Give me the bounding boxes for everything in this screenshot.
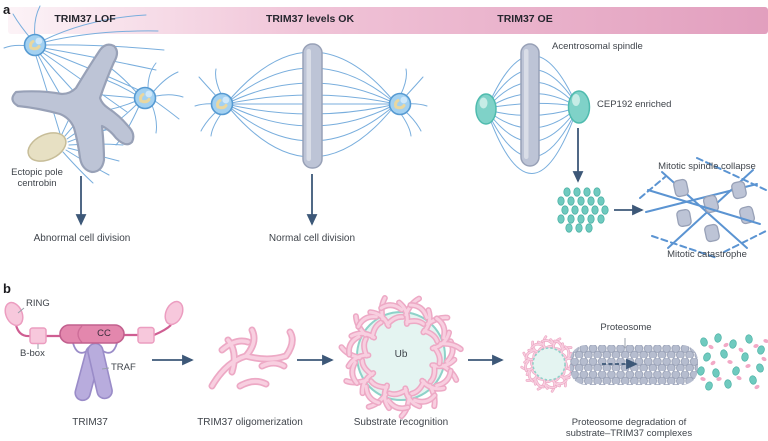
ring-domain-label: RING: [26, 298, 50, 309]
panel-b-label: b: [3, 281, 11, 296]
cc-domain-label: CC: [97, 328, 111, 339]
acentrosomal-spindle-graphic: [475, 43, 591, 174]
ring-domain-icon: [164, 300, 184, 326]
panel-a-header-bar: [8, 7, 768, 34]
mitotic-catastrophe-label: Mitotic catastrophe: [667, 249, 747, 260]
acentrosomal-spindle-label: Acentrosomal spindle: [552, 41, 643, 52]
bbox-domain-label: B-box: [20, 348, 45, 359]
ectopic-pole-icon: [27, 132, 67, 162]
bbox-domain-icon: [137, 326, 155, 344]
collapsed-spindle-graphic: [639, 157, 768, 259]
bbox-domain-icon: [29, 327, 47, 345]
mitotic-spindle-collapse-label: Mitotic spindle collapse: [658, 161, 756, 172]
proteosome-label: Proteosome: [600, 322, 652, 333]
chromosome-rod: [302, 43, 323, 169]
degraded-fragments-graphic: [697, 333, 768, 391]
header-trim37-levels-ok: TRIM37 levels OK: [265, 13, 355, 25]
ub-label: Ub: [394, 349, 408, 360]
trim37-dimer-graphic: [4, 300, 184, 402]
panel-a-label: a: [3, 2, 11, 17]
traf-domain-label: TRAF: [111, 362, 136, 373]
centrosome-icon: [388, 92, 412, 116]
trim37-caption: TRIM37: [72, 417, 108, 428]
ub-substrate-graphic: [341, 297, 462, 417]
header-trim37-lof: TRIM37 LOF: [54, 13, 116, 25]
ectopic-pole-label: Ectopic pole centrobin: [11, 167, 63, 189]
ring-domain-icon: [4, 301, 24, 327]
abnormal-division-caption: Abnormal cell division: [33, 233, 131, 244]
cep192-enriched-label: CEP192 enriched: [597, 99, 672, 110]
oligomerization-caption: TRIM37 oligomerization: [197, 417, 303, 428]
normal-division-caption: Normal cell division: [268, 233, 356, 244]
substrate-recognition-caption: Substrate recognition: [353, 417, 449, 428]
degradation-caption: Proteosome degradation of substrate–TRIM…: [565, 417, 693, 439]
cep192-pole-icon: [475, 90, 591, 125]
oligomer-graphic: [208, 326, 296, 390]
chromosome-mass: [11, 43, 135, 174]
header-trim37-oe: TRIM37 OE: [497, 13, 553, 25]
metaphase-spindle-graphic: [194, 43, 428, 169]
chromosome-rod: [520, 43, 540, 167]
proteasome-barrel-graphic: [519, 334, 698, 394]
centrosome-icon: [133, 86, 157, 110]
centrosome-icon: [23, 33, 47, 57]
centrosome-icon: [210, 92, 234, 116]
lof-spindle-graphic: [3, 5, 184, 184]
condensate-dots: [557, 187, 609, 233]
cc-domain-icon: [59, 324, 125, 344]
